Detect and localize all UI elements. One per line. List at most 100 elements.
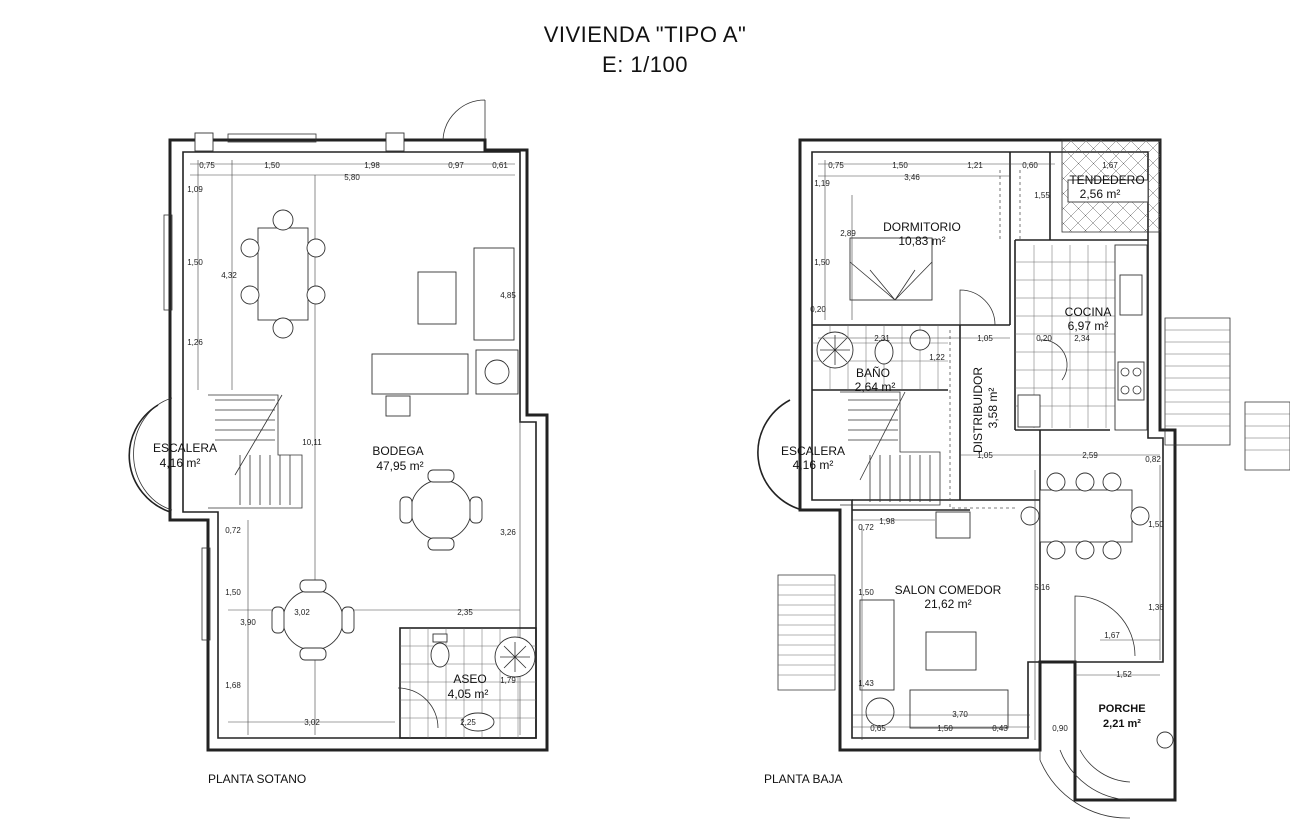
baja-hob-burner (1120, 385, 1130, 395)
dim-text: 3,02 (304, 718, 320, 727)
dim-text: 1,05 (977, 451, 993, 460)
dim-text: 4,32 (221, 271, 237, 280)
baja-kitchen-hob (1117, 361, 1145, 401)
sotano-sink (461, 712, 495, 732)
dim-text: 2,59 (1082, 451, 1098, 460)
dim-text: 1,68 (225, 681, 241, 690)
baja-porch-pillar (1156, 731, 1174, 749)
baja-shower-lines (820, 335, 850, 365)
sotano-shower-lines (500, 642, 530, 672)
dim-text: 0,72 (858, 523, 874, 532)
sotano-chair (341, 606, 355, 634)
baja-kitchen-sink (1119, 274, 1143, 316)
room-label-porche: PORCHE (1098, 703, 1145, 715)
baja-entry-door (1074, 595, 1136, 662)
sotano-round-table (410, 479, 472, 541)
sotano-chair (427, 537, 455, 551)
dim-text: 1,50 (814, 258, 830, 267)
plan-baja (757, 138, 1290, 819)
dim-text: 0,43 (992, 724, 1008, 733)
baja-chair (1075, 540, 1095, 560)
room-area-escalera: 4,16 m² (160, 456, 201, 470)
baja-sofa-left (859, 599, 895, 691)
baja-hob-burner (1132, 367, 1142, 377)
sotano-toilet (430, 642, 450, 668)
room-label-bano: BAÑO (856, 366, 890, 380)
plan-sotano (128, 99, 549, 752)
room-label-salon: SALON COMEDOR (895, 583, 1002, 597)
dim-text: 0,97 (448, 161, 464, 170)
dim-text: 1,55 (1034, 191, 1050, 200)
dim-text: 1,98 (364, 161, 380, 170)
baja-chair (1046, 472, 1066, 492)
dim-text: 1,50 (1148, 520, 1164, 529)
sotano-sofa-2 (371, 353, 469, 395)
baja-external-stairs (777, 317, 1290, 691)
dim-text: 1,21 (967, 161, 983, 170)
dim-text: 1,09 (187, 185, 203, 194)
sotano-outer-wall (168, 138, 549, 752)
room-label-aseo: ASEO (453, 672, 486, 686)
room-area-bano: 2,64 m² (855, 380, 896, 394)
plan-title: VIVIENDA "TIPO A" (543, 22, 747, 47)
dim-text: 0,61 (492, 161, 508, 170)
room-label-dormitorio: DORMITORIO (883, 220, 961, 234)
sotano-chair (240, 285, 260, 305)
dim-text: 1,52 (1116, 670, 1132, 679)
dim-text: 3,90 (240, 618, 256, 627)
sotano-aseo-walls (399, 627, 537, 739)
sotano-window-top (227, 133, 317, 143)
sotano-chair (240, 238, 260, 258)
baja-dining-table (1039, 489, 1133, 543)
dim-text: 1,26 (187, 338, 203, 347)
baja-kitchen-appliance (1017, 394, 1041, 428)
dim-text: 0,90 (1052, 724, 1068, 733)
baja-chair (1102, 472, 1122, 492)
room-area-cocina: 6,97 m² (1068, 319, 1109, 333)
baja-dimension-lines (818, 160, 1161, 740)
sotano-chair (299, 579, 327, 593)
baja-tendedero-label-bg (1067, 179, 1149, 203)
sotano-armchair (385, 395, 411, 417)
baja-hob-burner (1132, 385, 1142, 395)
sotano-toilet-tank (432, 633, 448, 643)
baja-stair-bay (757, 399, 803, 511)
dim-text: 2,34 (1074, 334, 1090, 343)
room-label-tendedero: TENDEDERO (1069, 173, 1144, 187)
room-area-escalera-baja: 4,16 m² (793, 458, 834, 472)
dim-text: 5,80 (344, 173, 360, 182)
dim-text: 0,20 (810, 305, 826, 314)
sotano-aseo-tiles (400, 628, 536, 738)
sotano-dimension-lines (190, 160, 521, 735)
dim-text: 1,50 (225, 588, 241, 597)
baja-toilet (874, 339, 894, 365)
dim-text: 3,70 (952, 710, 968, 719)
baja-kitchen-counter (1114, 244, 1148, 431)
baja-hob-burner (1120, 367, 1130, 377)
sotano-stair-outline (208, 394, 303, 509)
baja-kitchen-tiles (1015, 245, 1115, 428)
dim-text: 2,35 (457, 608, 473, 617)
sotano-round-table-2 (282, 589, 344, 651)
dim-text: 0,82 (1145, 455, 1161, 464)
sotano-chair (271, 606, 285, 634)
baja-stair-arrow (859, 391, 906, 481)
baja-chair (1102, 540, 1122, 560)
plan-scale: E: 1/100 (602, 52, 688, 77)
dim-text: 1,79 (500, 676, 516, 685)
sotano-entry-door (442, 99, 486, 141)
room-label-cocina: COCINA (1065, 305, 1112, 319)
baja-porch-steps (1039, 749, 1131, 819)
dim-text: 3,26 (500, 528, 516, 537)
dim-text: 1,22 (929, 353, 945, 362)
baja-sofa-bottom (909, 689, 1009, 729)
room-label-escalera: ESCALERA (153, 441, 217, 455)
baja-coffee-table (925, 631, 977, 671)
baja-sink (909, 329, 931, 351)
room-area-dormitorio: 10,83 m² (898, 234, 945, 248)
dim-text: 2,25 (460, 718, 476, 727)
sotano-chair (272, 317, 294, 339)
sotano-sofa (473, 247, 515, 341)
sotano-chair (306, 238, 326, 258)
